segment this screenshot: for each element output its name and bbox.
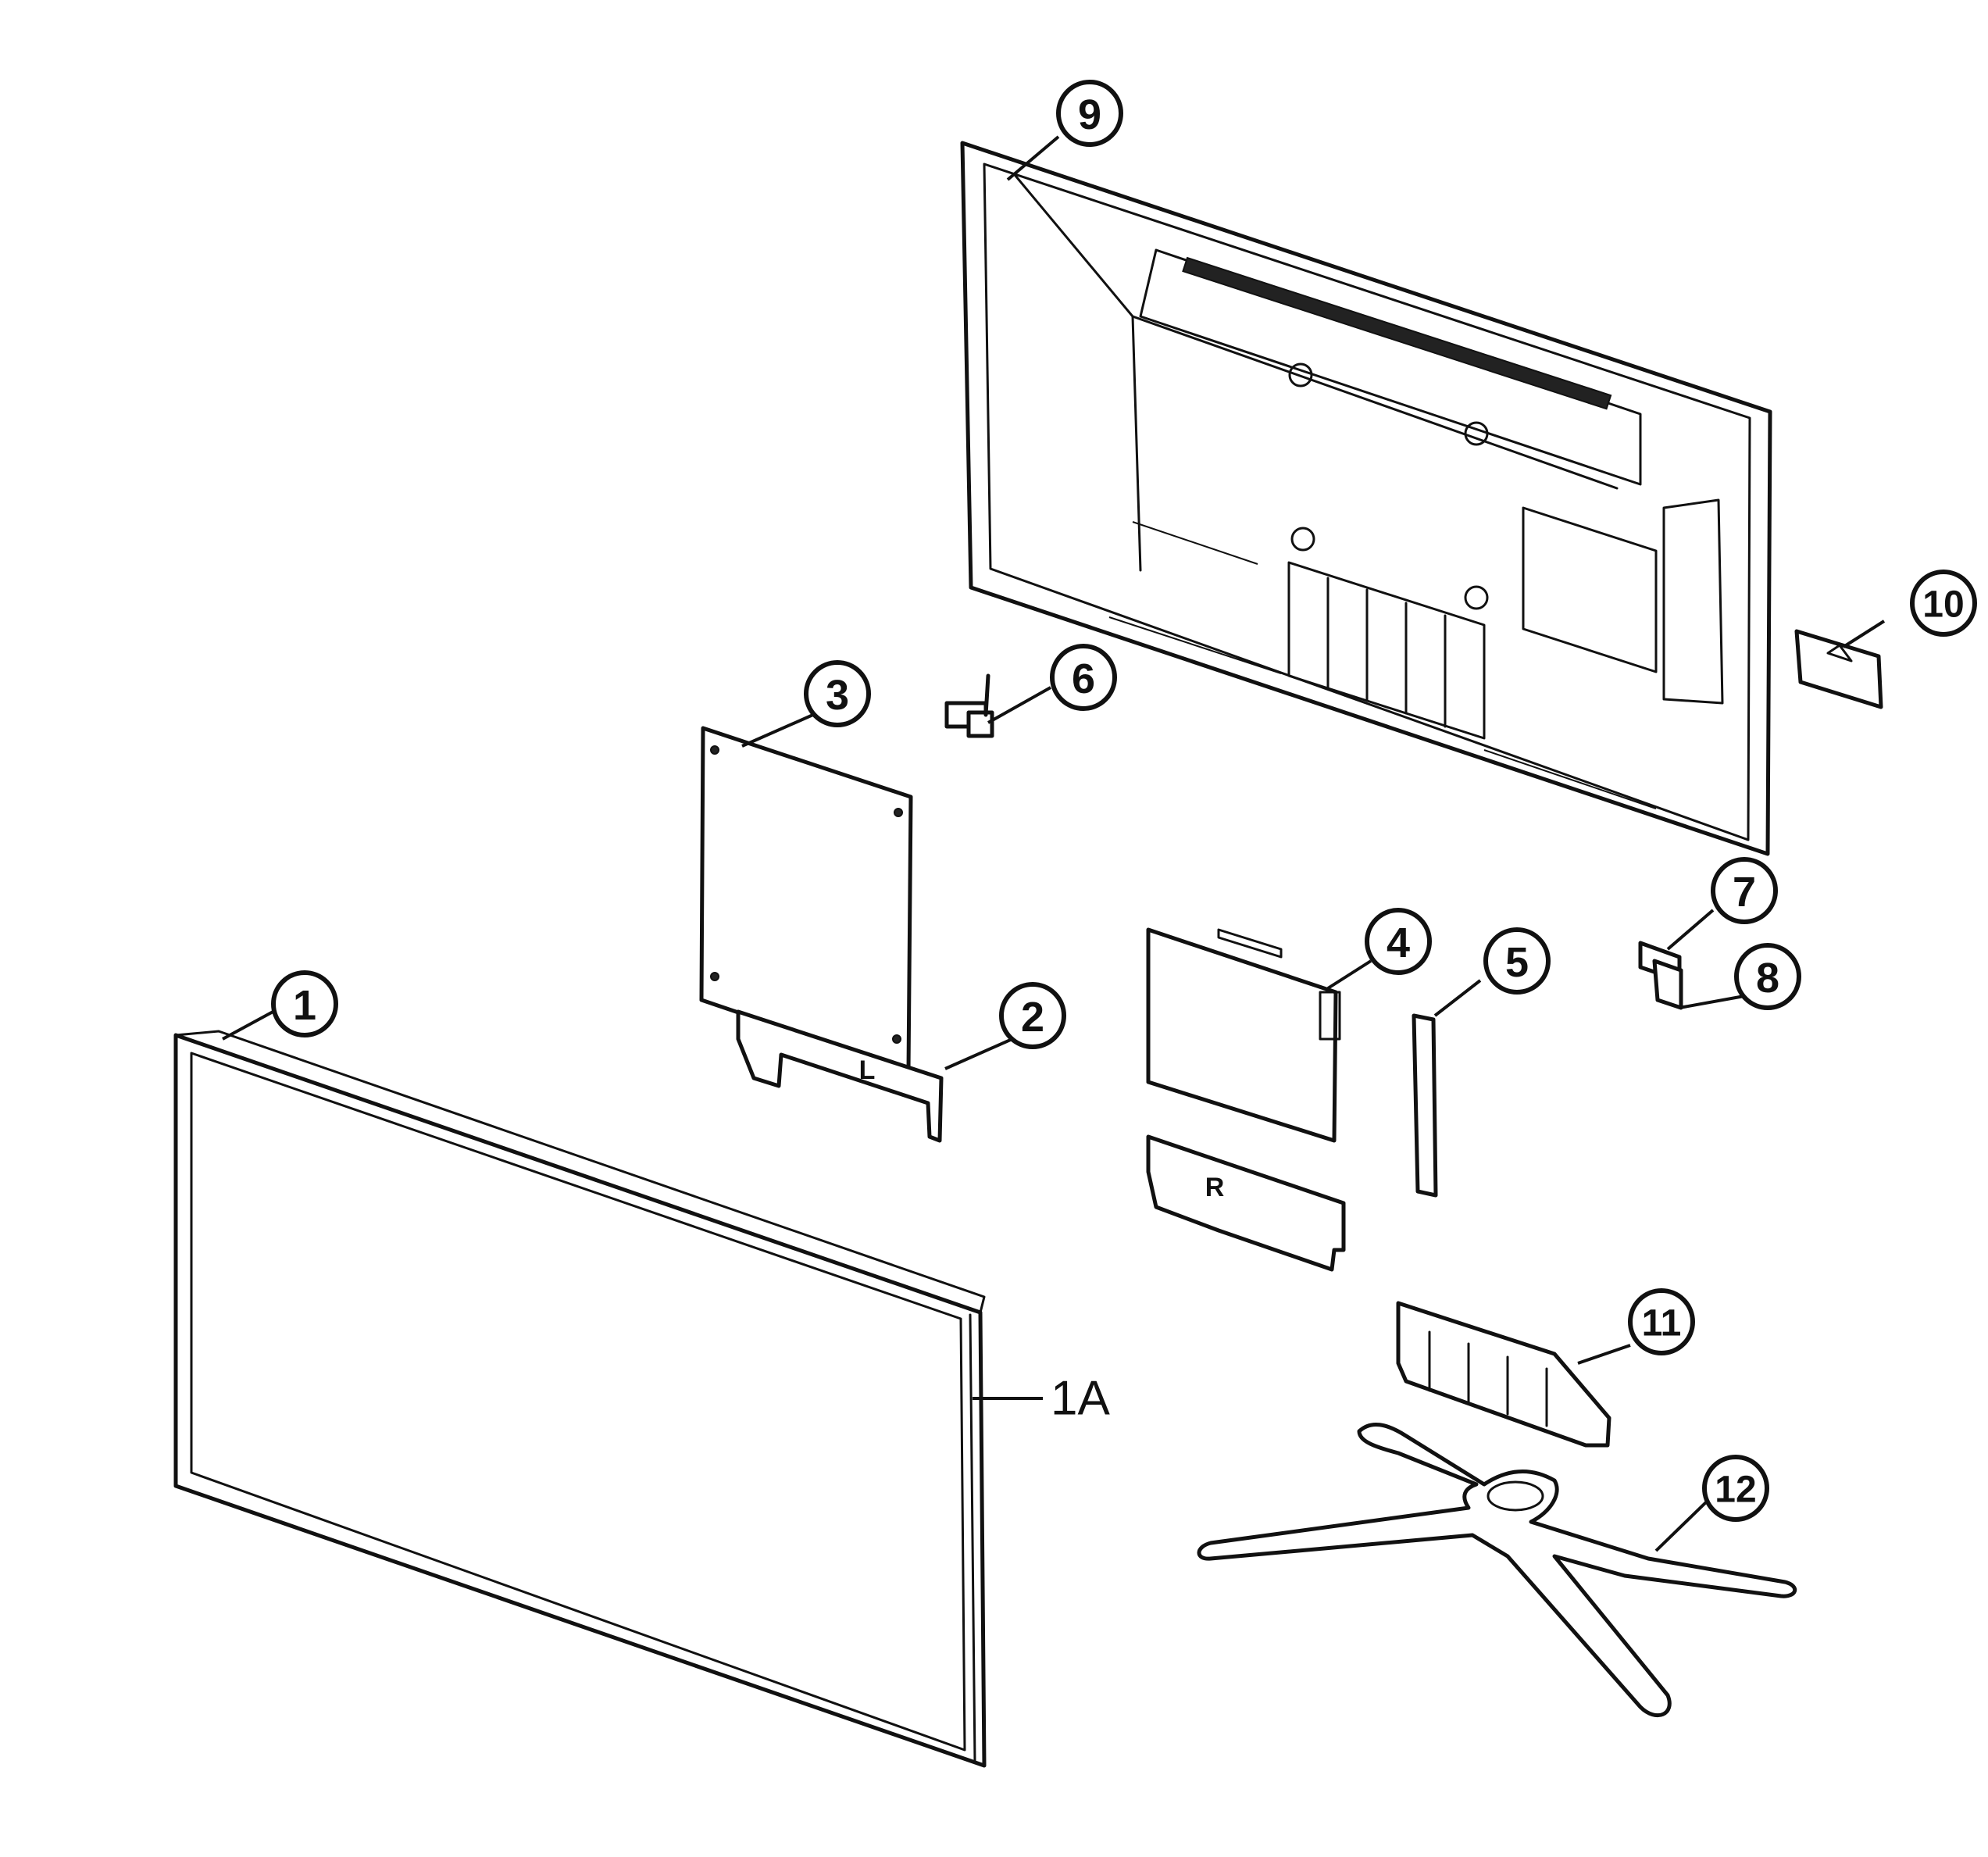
display-panel [173, 1030, 987, 1768]
stand-base [1197, 1422, 1797, 1718]
stand-neck [1396, 1301, 1611, 1448]
bracket-right-mark: R [1205, 1173, 1225, 1202]
svg-text:10: 10 [1922, 584, 1964, 626]
svg-text:7: 7 [1733, 869, 1756, 916]
callout-3: 3 [804, 660, 871, 727]
callout-1: 1 [271, 970, 338, 1037]
callout-9: 9 [1056, 80, 1123, 147]
callout-10: 10 [1910, 570, 1977, 637]
svg-text:4: 4 [1387, 920, 1410, 966]
rear-cover [960, 141, 1772, 856]
callout-11: 11 [1628, 1288, 1695, 1355]
power-board [699, 726, 913, 1073]
svg-text:1A: 1A [1051, 1372, 1110, 1426]
svg-text:12: 12 [1715, 1470, 1756, 1511]
callout-7: 7 [1711, 857, 1778, 924]
callout-4: 4 [1365, 908, 1432, 975]
callout-12: 12 [1702, 1455, 1769, 1522]
svg-text:8: 8 [1756, 955, 1779, 1002]
callout-8: 8 [1734, 943, 1801, 1010]
svg-text:9: 9 [1078, 91, 1101, 138]
leader-lines [222, 135, 1886, 1552]
svg-text:2: 2 [1021, 994, 1044, 1041]
bracket-left-mark: L [859, 1055, 876, 1085]
callout-1a: 1A [1051, 1372, 1110, 1426]
side-strip [1412, 1013, 1438, 1198]
svg-text:6: 6 [1072, 655, 1095, 702]
svg-text:3: 3 [826, 672, 849, 719]
clip-parts [1638, 941, 1683, 1010]
left-bracket: L [736, 1009, 944, 1143]
wifi-module [944, 673, 994, 738]
svg-text:1: 1 [293, 982, 316, 1029]
svg-text:5: 5 [1505, 939, 1529, 986]
callout-6: 6 [1050, 644, 1117, 711]
callout-2: 2 [999, 982, 1066, 1049]
callout-5: 5 [1483, 927, 1551, 995]
main-board: R [1146, 927, 1346, 1272]
svg-text:11: 11 [1642, 1303, 1682, 1345]
terminal-cover [1794, 629, 1883, 709]
